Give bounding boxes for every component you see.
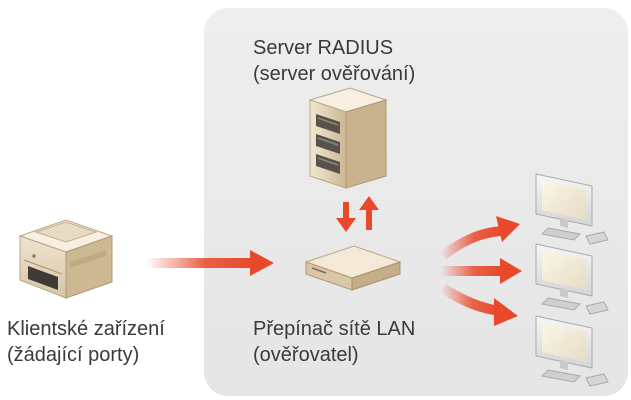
server-icon [308, 87, 388, 189]
client-device-subtitle: (žádající porty) [7, 344, 140, 366]
client-device-title: Klientské zařízení [7, 318, 165, 340]
arrow-switch-to-server [359, 196, 379, 230]
monitor-icon [535, 315, 609, 387]
lan-switch-label: Přepínač sítě LAN (ověřovatel) [253, 316, 415, 368]
arrow-switch-to-top-computer [440, 216, 520, 260]
arrow-client-to-switch [146, 250, 274, 276]
arrow-server-to-switch [336, 202, 356, 232]
client-device-label: Klientské zařízení (žádající porty) [7, 316, 165, 368]
arrow-switch-to-middle-computer [440, 258, 522, 284]
lan-switch-subtitle: (ověřovatel) [253, 344, 359, 366]
monitor-icon [535, 173, 609, 245]
radius-server-label: Server RADIUS (server ověřování) [253, 35, 415, 87]
radius-server-title: Server RADIUS [253, 37, 394, 59]
switch-icon [304, 245, 402, 291]
monitor-icon [535, 243, 609, 315]
lan-switch-title: Přepínač sítě LAN [253, 318, 416, 340]
arrow-switch-to-bottom-computer [440, 284, 518, 326]
radius-server-subtitle: (server ověřování) [253, 63, 416, 85]
printer-icon [18, 219, 114, 299]
